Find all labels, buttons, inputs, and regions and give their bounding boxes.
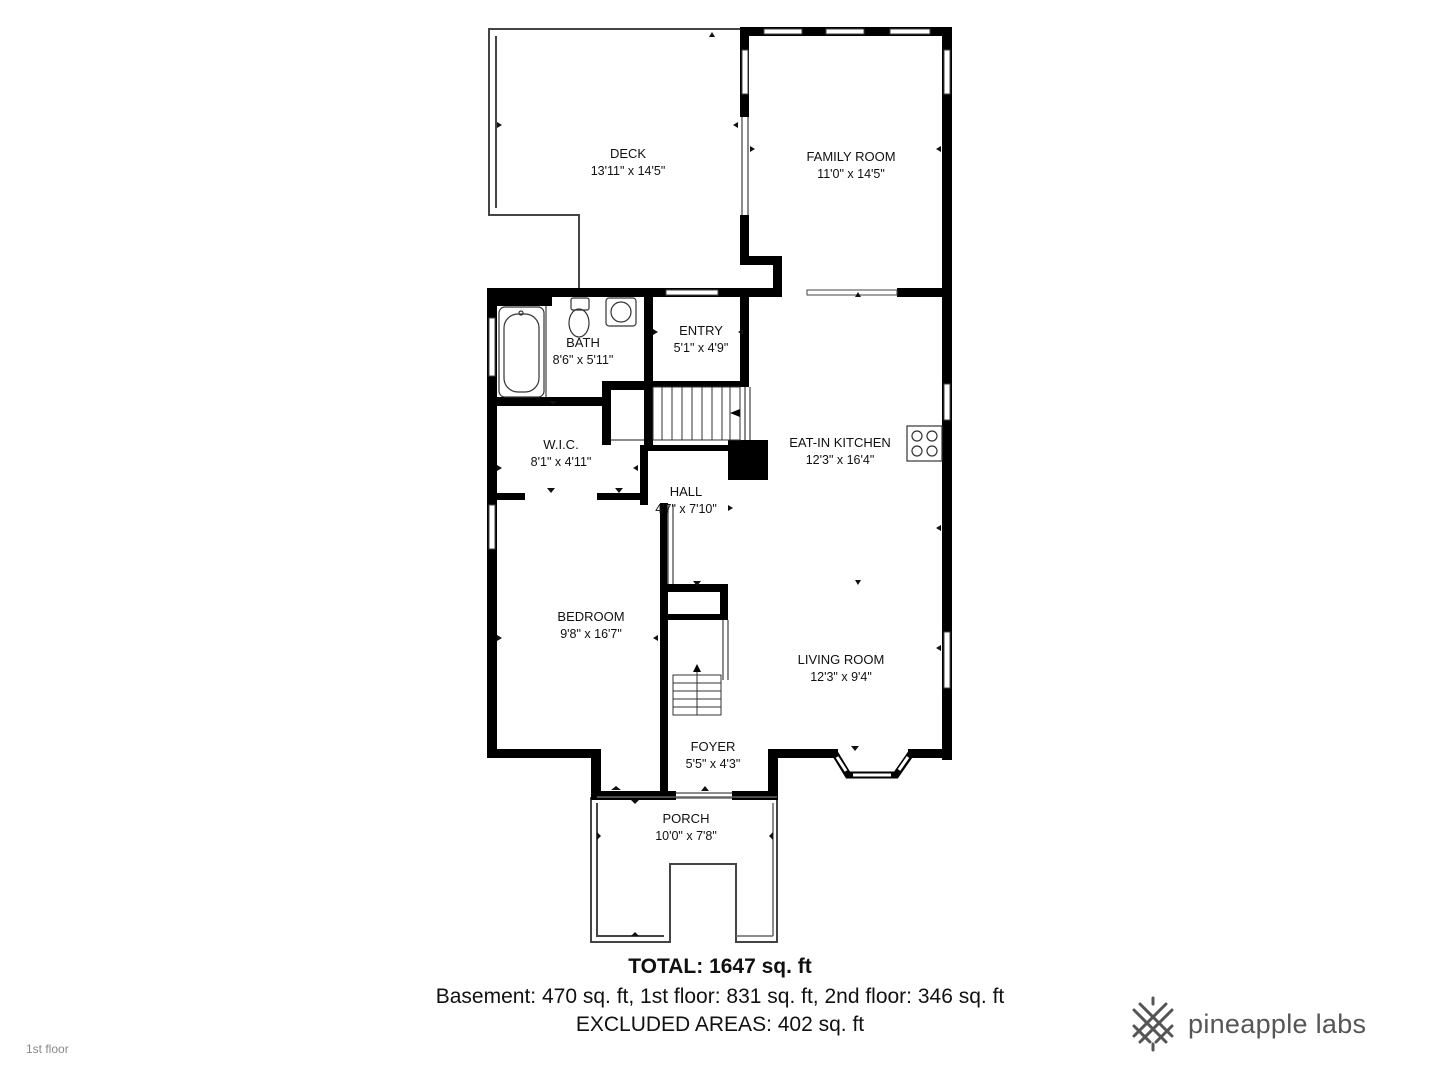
room-name-living-room: LIVING ROOM [798,652,885,667]
brand-name: pineapple labs [1188,1008,1367,1039]
room-dims-family-room: 11'0" x 14'5" [817,167,885,181]
room-dims-living-room: 12'3" x 9'4" [810,670,872,684]
toilet-icon [568,297,590,338]
room-name-foyer: FOYER [691,739,736,754]
excluded-areas: EXCLUDED AREAS: 402 sq. ft [575,1013,865,1036]
room-name-entry: ENTRY [679,323,723,338]
room-dims-hall: 4'7" x 7'10" [655,502,717,516]
stairs-upper [652,386,741,441]
room-name-porch: PORCH [663,811,710,826]
stove-icon [906,425,943,462]
room-name-bath: BATH [566,335,600,350]
stairs-lower-arrow-icon [693,664,701,672]
bathtub-icon [498,306,545,398]
room-name-bedroom: BEDROOM [557,609,624,624]
stairs-upper-arrow-icon [730,409,740,417]
walls [487,27,952,800]
measurement-ticks [497,32,941,936]
deck-outline [488,28,742,289]
room-dims-porch: 10'0" x 7'8" [655,829,717,843]
porch-outline [590,797,778,943]
room-dims-foyer: 5'5" x 4'3" [686,757,741,771]
room-dims-wic: 8'1" x 4'11" [531,455,592,469]
room-name-deck: DECK [610,146,646,161]
brand-logo: pineapple labs [1130,996,1366,1052]
bay-window-glass [835,756,910,777]
room-name-eat-in-kitchen: EAT-IN KITCHEN [789,435,891,450]
room-name-family-room: FAMILY ROOM [806,149,895,164]
room-dims-eat-in-kitchen: 12'3" x 16'4" [806,453,875,467]
total-area: TOTAL: 1647 sq. ft [628,955,812,978]
room-name-wic: W.I.C. [543,437,578,452]
stairs-lower [672,668,722,716]
floor-area-breakdown: Basement: 470 sq. ft, 1st floor: 831 sq.… [435,985,1005,1008]
openings [545,117,777,937]
bay-window [831,750,915,779]
windows [488,28,951,689]
room-dims-deck: 13'11" x 14'5" [591,164,666,178]
sink-icon [605,297,637,327]
room-dims-bedroom: 9'8" x 16'7" [560,627,622,641]
room-name-hall: HALL [670,484,703,499]
pineapple-lattice-logo-icon [1132,996,1174,1052]
room-dims-bath: 8'6" x 5'11" [553,353,614,367]
room-dims-entry: 5'1" x 4'9" [674,341,729,355]
floor-plan: DECK 13'11" x 14'5" FAMILY ROOM 11'0" x … [487,27,952,943]
floor-label: 1st floor [26,1042,69,1056]
